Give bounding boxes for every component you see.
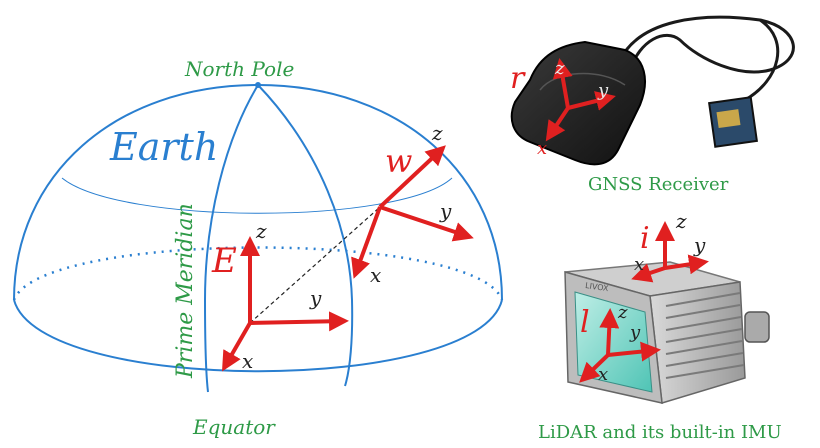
frame-i-z-label: z [675,209,687,233]
frame-i-y-label: y [693,233,706,257]
frame-w-z-label: z [431,121,443,145]
lidar-connector [744,311,770,343]
frame-w-z-axis [378,145,446,209]
gnss-caption: GNSS Receiver [588,174,729,195]
frame-w-y-label: y [439,199,452,223]
frame-r-x-label: x [537,138,547,159]
gnss-cable [618,15,795,74]
gnss-receiver-illustration [510,15,795,166]
frame-r-name: r [510,61,526,96]
frame-l [579,308,661,383]
frame-l-z-axis [599,308,620,356]
equator-front [13,299,503,373]
frame-w [351,145,474,279]
frame-r [545,58,616,142]
frame-l-name: l [580,305,590,340]
frame-w-name: w [385,142,412,180]
frame-E [221,236,349,372]
earth-title: Earth [109,125,218,169]
equator-label: Equator [192,415,276,439]
prime-meridian-label: Prime Meridian [173,203,198,379]
frame-w-y-axis [379,205,474,242]
frame-E-y-label: y [309,286,322,310]
frame-l-y-label: y [629,322,641,343]
frame-i-x-label: x [634,254,644,275]
earth-outline [13,83,503,301]
frame-l-x-label: x [598,364,608,385]
frame-r-x-axis [545,106,570,142]
frame-w-x-label: x [370,263,381,287]
frame-l-x-axis [579,353,610,383]
lidar-cooling-fins [665,292,745,379]
north-pole-dot [255,82,261,88]
gnss-puck-body [510,40,646,166]
position-vector-dashed [249,206,381,324]
frame-i-name: i [640,221,650,256]
frame-r-y-label: y [597,80,609,101]
latitude-line [61,177,453,214]
frame-r-z-label: z [554,58,565,79]
frame-i-y-axis [664,254,709,275]
lidar-brand-label: LIVOX [585,281,610,293]
frame-i-x-axis [631,263,666,283]
frame-w-x-axis [351,206,382,279]
meridian-line [257,84,354,387]
frame-l-y-axis [607,341,661,362]
frame-l-z-label: z [617,302,628,323]
frame-i [631,221,709,283]
north-pole-label: North Pole [184,57,294,81]
frame-r-z-axis [552,58,573,109]
frame-E-name: E [211,241,237,281]
prime-meridian-line [203,84,259,393]
frame-r-y-axis [567,91,616,111]
frame-E-z-label: z [255,219,267,243]
lidar-illustration: LIVOX [564,261,770,404]
frame-E-y-axis [249,311,349,332]
lidar-caption: LiDAR and its built-in IMU [538,422,782,443]
frame-E-x-axis [221,321,252,372]
equator-back [12,246,504,301]
frame-E-x-label: x [242,349,253,373]
